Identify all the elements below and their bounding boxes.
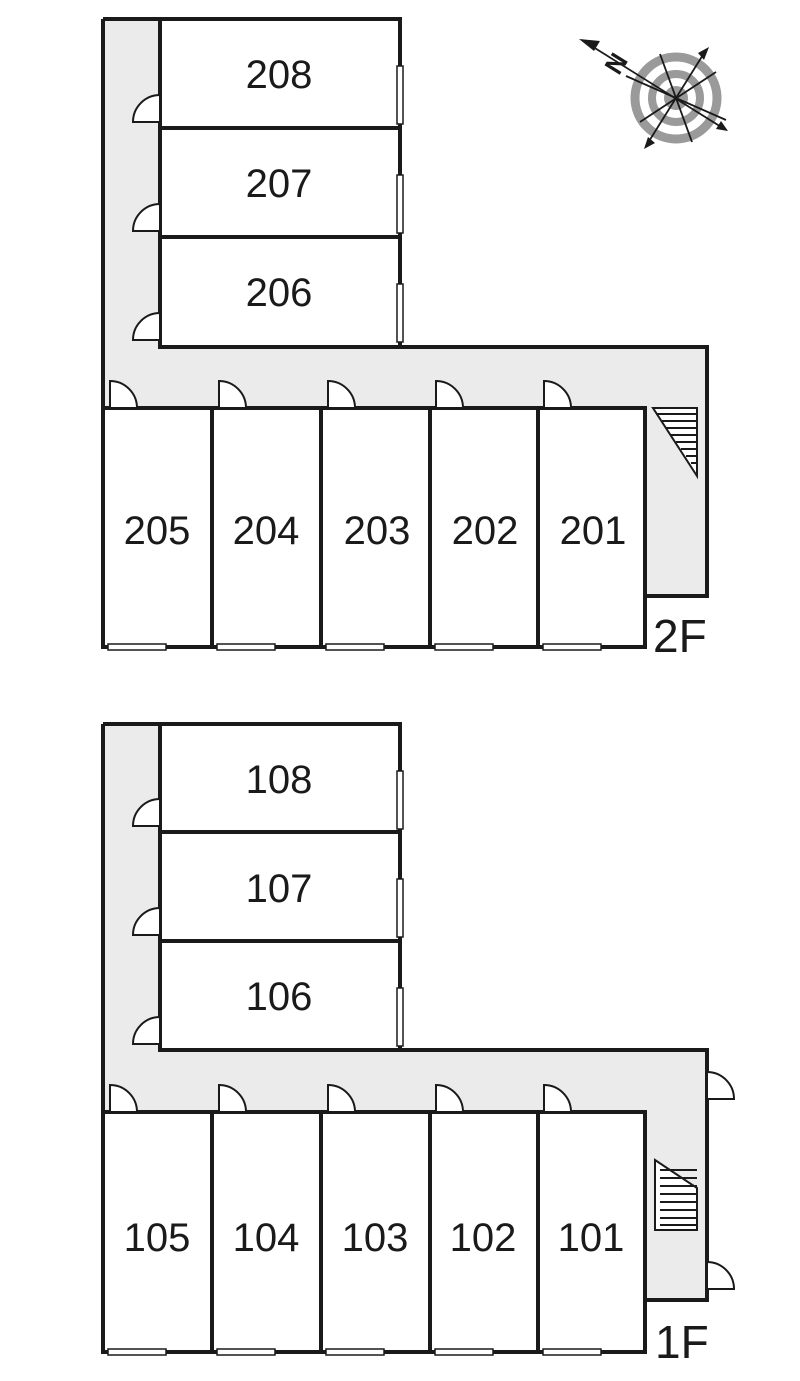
door-icon [543, 1083, 573, 1113]
door-icon [435, 379, 465, 409]
window-icon [216, 643, 276, 651]
door-icon [706, 1260, 736, 1290]
room-number: 208 [246, 53, 313, 97]
door-icon [109, 379, 139, 409]
room-number: 101 [558, 1216, 625, 1260]
doors-lower-2f [109, 379, 573, 409]
door-icon [327, 1083, 357, 1113]
door-icon [435, 1083, 465, 1113]
room-203[interactable] [319, 406, 432, 649]
window-icon [396, 770, 404, 830]
floor-label: 1F [655, 1316, 709, 1368]
window-icon [434, 1348, 494, 1356]
compass-north-label: N [598, 48, 633, 80]
room-205[interactable] [101, 406, 214, 649]
room-number: 103 [342, 1216, 409, 1260]
room-105[interactable] [101, 1110, 214, 1354]
room-number: 108 [246, 758, 313, 802]
upper-rooms-1f [158, 722, 402, 1052]
door-icon [109, 1083, 139, 1113]
room-number: 207 [246, 162, 313, 206]
window-icon [396, 878, 404, 938]
room-208[interactable] [158, 17, 402, 130]
window-icon [434, 643, 494, 651]
lower-rooms-1f [101, 1110, 647, 1354]
doors-upper-1f [131, 797, 161, 1045]
room-number: 106 [246, 975, 313, 1019]
stairs-icon [651, 407, 698, 480]
windows-2f [107, 65, 602, 651]
room-206[interactable] [158, 235, 402, 349]
room-number: 203 [344, 509, 411, 553]
door-icon [131, 1015, 161, 1045]
window-icon [216, 1348, 276, 1356]
room-108[interactable] [158, 722, 402, 834]
room-number: 205 [124, 509, 191, 553]
room-number: 105 [124, 1216, 191, 1260]
floor-1f: 108 107 106 105 104 103 102 101 [101, 722, 736, 1368]
compass-icon: N [579, 39, 728, 149]
door-icon [543, 379, 573, 409]
room-number: 204 [233, 509, 300, 553]
room-106[interactable] [158, 939, 402, 1052]
window-icon [396, 65, 404, 125]
doors-lower-1f [109, 1083, 573, 1113]
window-icon [107, 643, 167, 651]
door-icon [218, 379, 248, 409]
room-number: 104 [233, 1216, 300, 1260]
room-number: 202 [452, 509, 519, 553]
window-icon [325, 643, 385, 651]
room-102[interactable] [428, 1110, 540, 1354]
window-icon [325, 1348, 385, 1356]
window-icon [396, 987, 404, 1047]
door-icon [327, 379, 357, 409]
floor-label: 2F [653, 610, 707, 662]
door-icon [131, 93, 161, 123]
door-icon [131, 906, 161, 936]
room-number: 107 [246, 867, 313, 911]
window-icon [542, 643, 602, 651]
window-icon [396, 283, 404, 343]
stairs-icon [654, 1158, 698, 1231]
room-101[interactable] [536, 1110, 647, 1354]
door-icon [131, 797, 161, 827]
doors-exterior-1f [706, 1070, 736, 1290]
window-icon [542, 1348, 602, 1356]
door-icon [218, 1083, 248, 1113]
door-icon [706, 1070, 736, 1100]
room-number: 206 [246, 271, 313, 315]
window-icon [107, 1348, 167, 1356]
door-icon [131, 202, 161, 232]
floor-2f: 208 207 206 205 204 203 202 201 [101, 17, 709, 662]
room-number: 201 [560, 509, 627, 553]
windows-1f [107, 770, 602, 1356]
room-number: 102 [450, 1216, 517, 1260]
window-icon [396, 174, 404, 234]
doors-upper-2f [131, 93, 161, 341]
door-icon [131, 311, 161, 341]
